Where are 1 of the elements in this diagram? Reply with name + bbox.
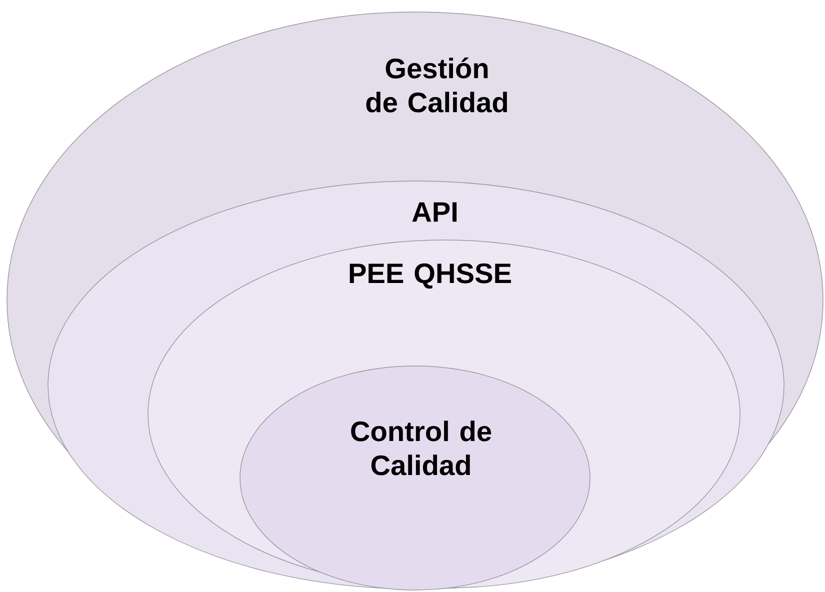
node-label: PEE QHSSE [350,263,511,289]
